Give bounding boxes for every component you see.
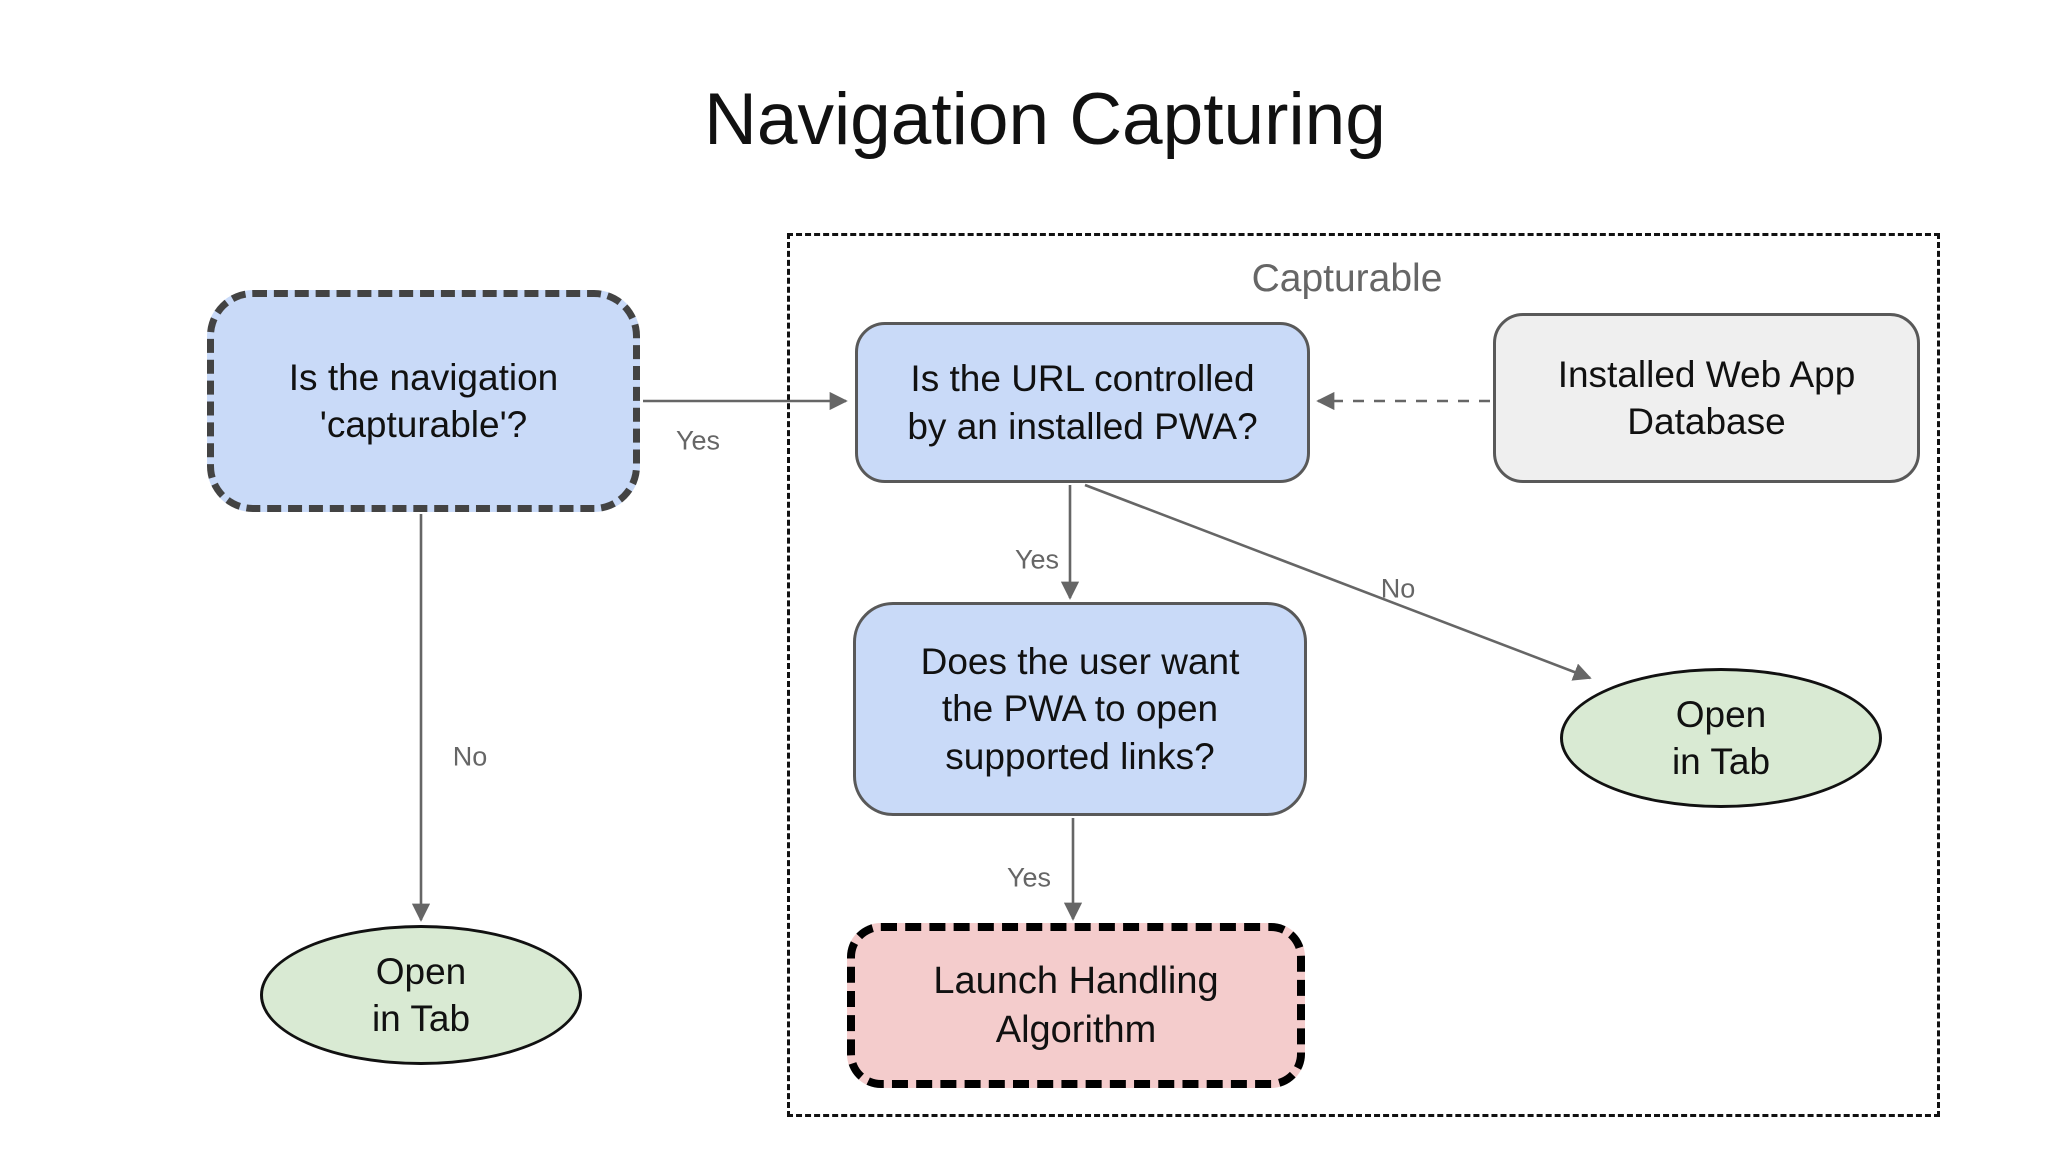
edge-label-url-yes: Yes [1014,544,1060,575]
edge-label-url-no: No [1380,573,1416,604]
node-open-in-tab-right: Open in Tab [1560,668,1882,808]
node-url-controlled-by-pwa-label: Is the URL controlled by an installed PW… [907,358,1258,447]
node-open-in-tab-left-label: Open in Tab [371,950,471,1039]
edge-label-capturable-no: No [452,741,488,772]
node-launch-handling-algorithm-label: Launch Handling Algorithm [933,959,1219,1051]
edge-label-user-want-yes: Yes [1006,862,1052,893]
node-installed-web-app-database: Installed Web App Database [1493,313,1920,483]
edge-label-capturable-yes: Yes [675,425,721,456]
node-is-navigation-capturable: Is the navigation 'capturable'? [207,290,640,512]
diagram-title: Navigation Capturing [704,79,1386,160]
node-launch-handling-algorithm: Launch Handling Algorithm [847,923,1305,1088]
node-user-wants-supported-links: Does the user want the PWA to open suppo… [853,602,1307,816]
node-user-wants-supported-links-label: Does the user want the PWA to open suppo… [920,640,1240,777]
node-installed-web-app-database-label: Installed Web App Database [1557,353,1856,442]
capturable-region-outline [787,233,1940,1117]
node-open-in-tab-left: Open in Tab [260,925,582,1065]
node-open-in-tab-right-label: Open in Tab [1671,693,1771,782]
capturable-region-label: Capturable [1251,257,1443,300]
node-url-controlled-by-pwa: Is the URL controlled by an installed PW… [855,322,1310,483]
node-is-navigation-capturable-label: Is the navigation 'capturable'? [288,356,559,445]
